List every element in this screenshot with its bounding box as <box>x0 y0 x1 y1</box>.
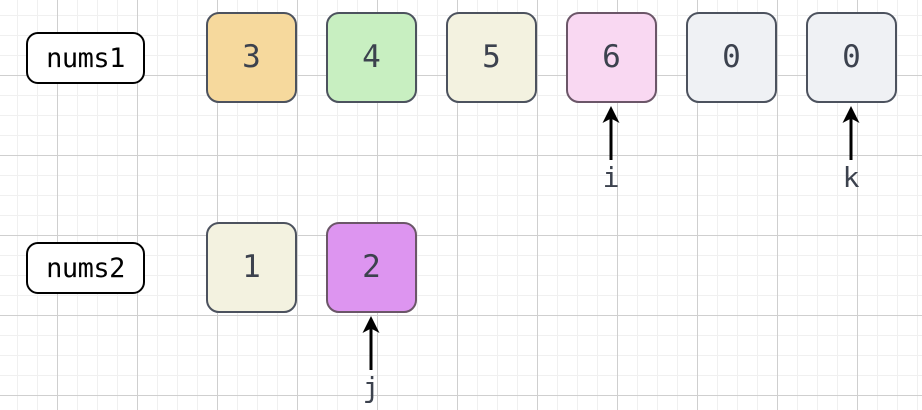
array-cell-nums2-1[interactable]: 2 <box>326 222 417 313</box>
pointer-label-j: j <box>362 371 380 404</box>
array-cell-nums1-5[interactable]: 0 <box>806 12 897 103</box>
pointer-j: j <box>351 316 391 402</box>
pointer-arrow-k-icon <box>842 106 860 160</box>
pointer-label-k: k <box>842 161 860 194</box>
array-cell-nums1-3[interactable]: 6 <box>566 12 657 103</box>
pointer-i: i <box>591 106 631 192</box>
array-cell-nums1-2[interactable]: 5 <box>446 12 537 103</box>
array-cell-nums1-0[interactable]: 3 <box>206 12 297 103</box>
array-name-nums1: nums1 <box>26 32 145 84</box>
array-name-nums2: nums2 <box>26 242 145 294</box>
pointer-arrow-i-icon <box>602 106 620 160</box>
pointer-k: k <box>831 106 871 192</box>
array-cell-nums1-1[interactable]: 4 <box>326 12 417 103</box>
array-cell-nums2-0[interactable]: 1 <box>206 222 297 313</box>
pointer-arrow-j-icon <box>362 316 380 370</box>
array-cell-nums1-4[interactable]: 0 <box>686 12 777 103</box>
pointer-label-i: i <box>602 161 620 194</box>
